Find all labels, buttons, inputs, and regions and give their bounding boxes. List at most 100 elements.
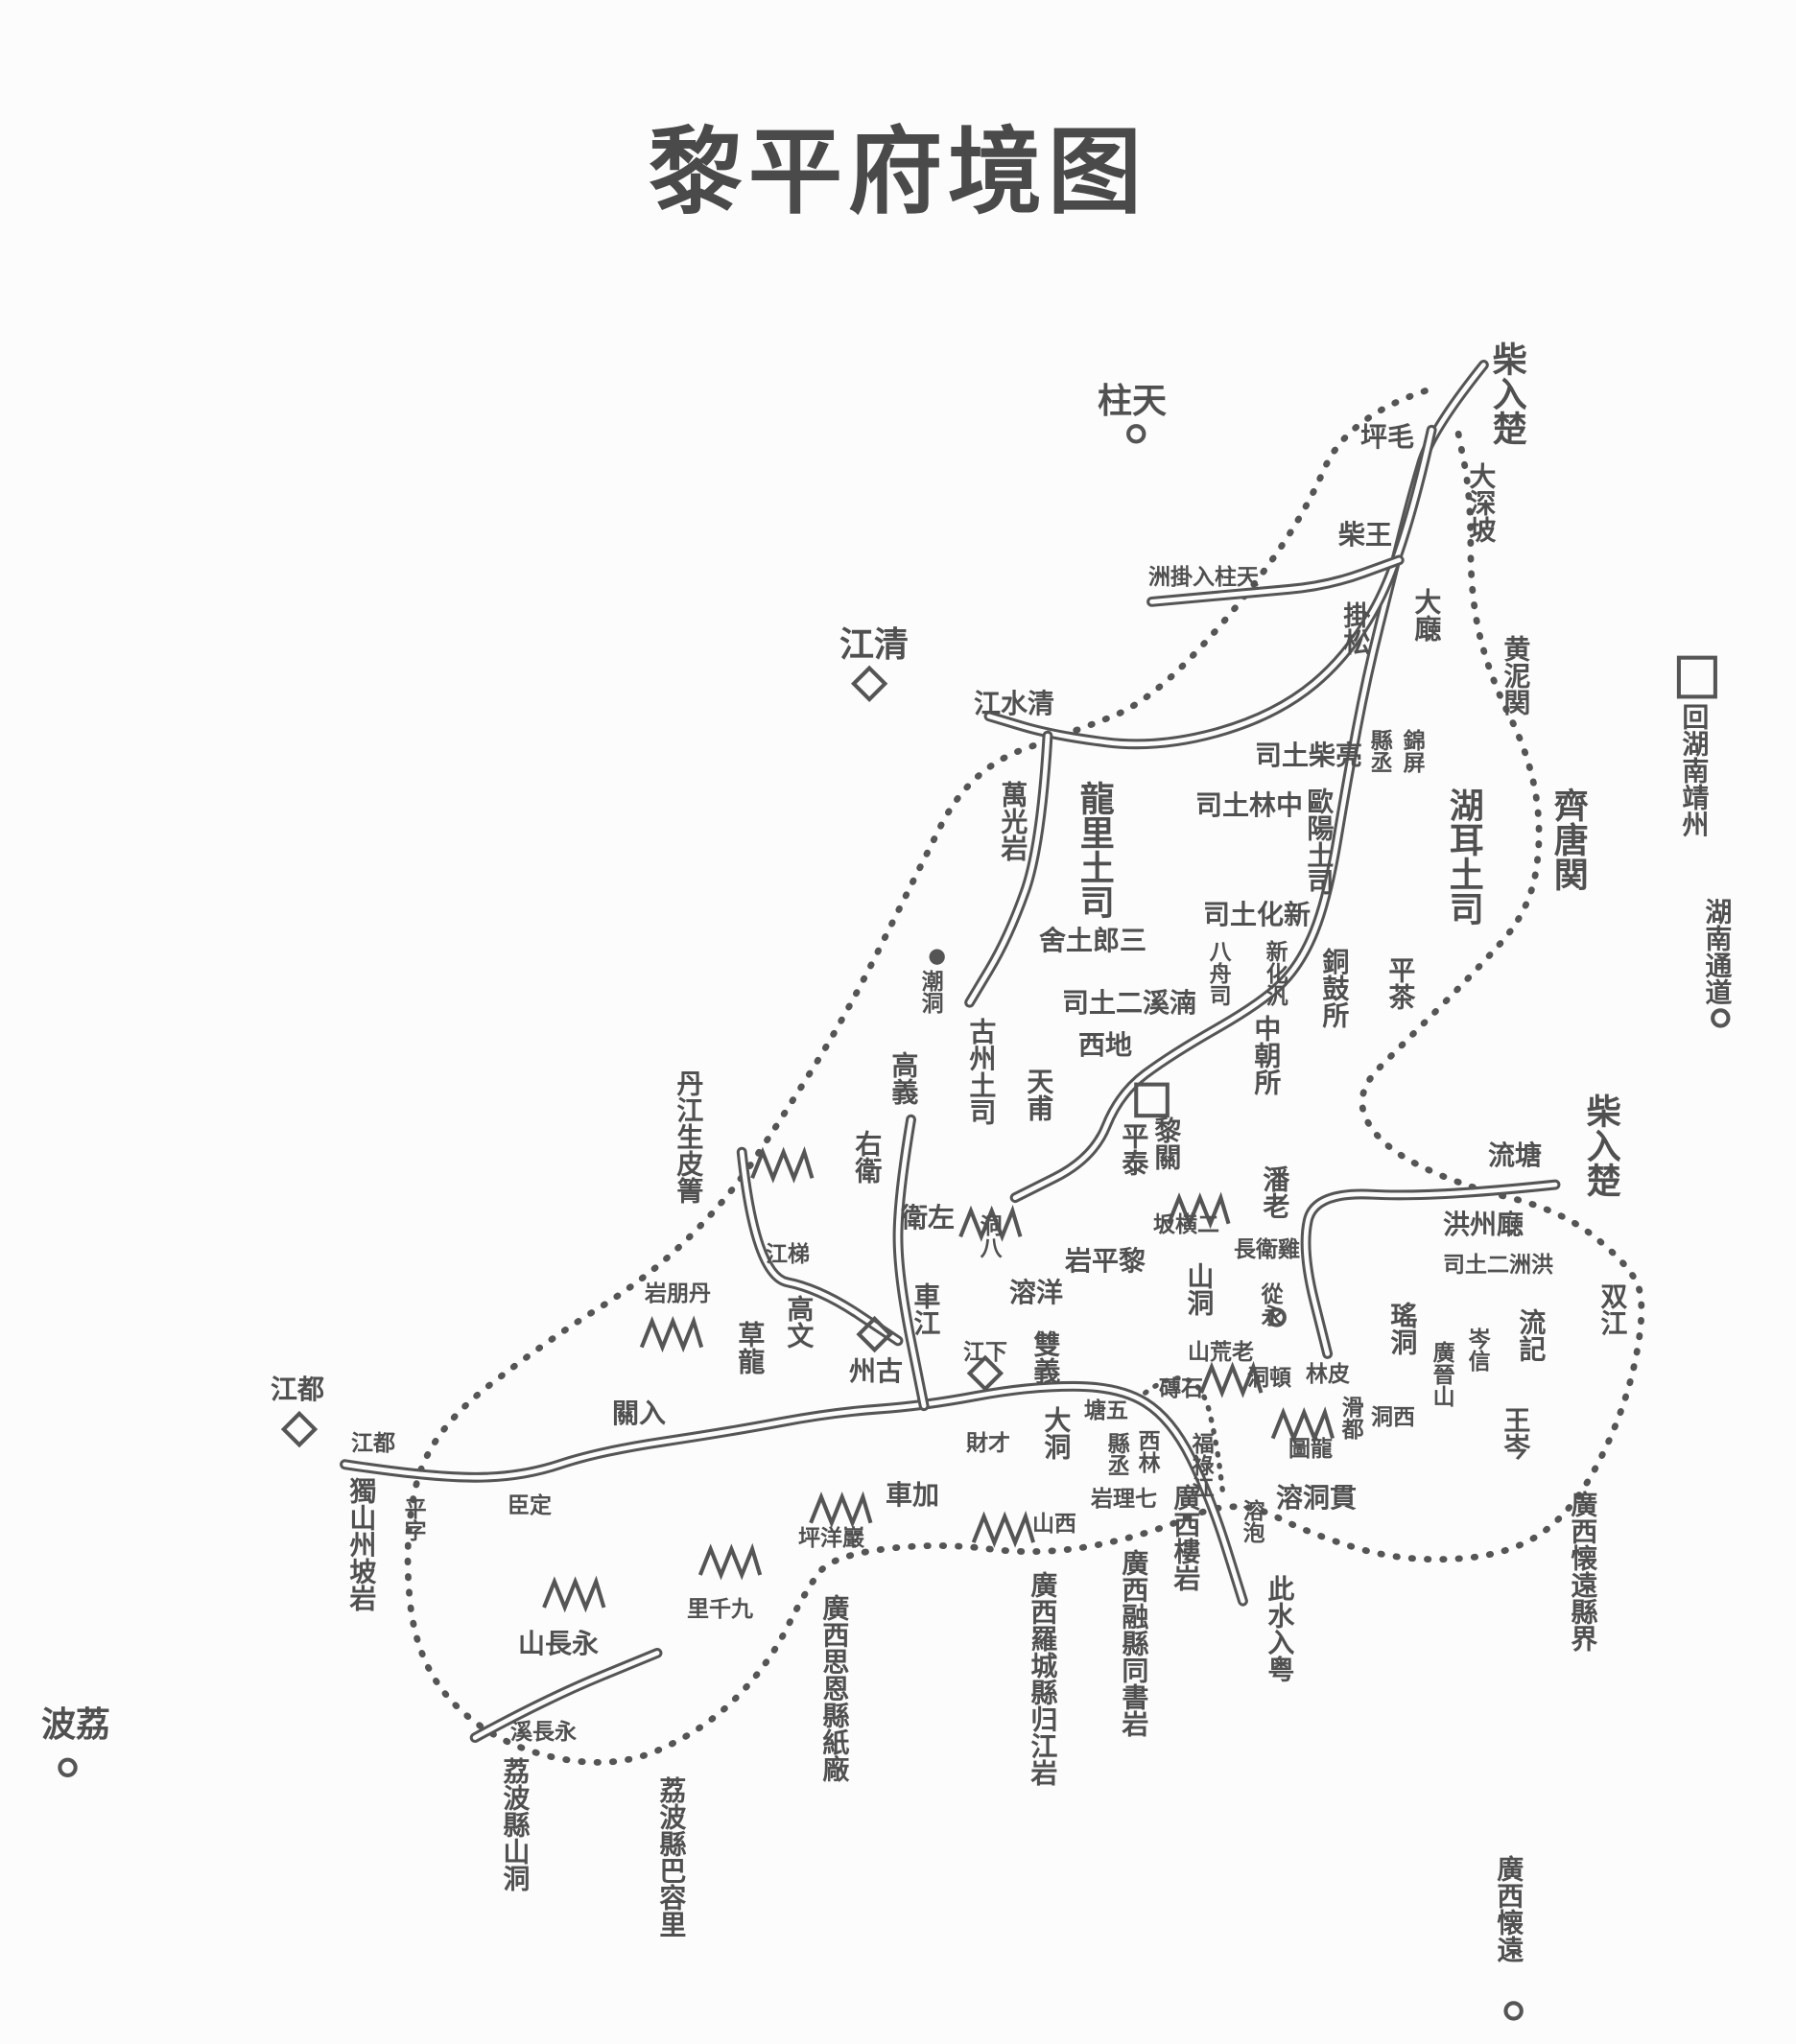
place-label: 岩平黎	[1065, 1245, 1146, 1277]
place-label: 新化汎	[1262, 940, 1288, 1006]
place-label: 王岑	[1500, 1406, 1532, 1460]
place-label: 大深坡	[1465, 462, 1498, 543]
place-label: 坪洋巖	[798, 1526, 864, 1551]
city-circle-icon	[58, 1757, 78, 1777]
place-label: 廣西羅城縣归江岩	[1027, 1571, 1059, 1786]
place-label: 溶洋	[1009, 1277, 1064, 1308]
place-label: 草龍	[734, 1321, 767, 1374]
place-label: 八舟司	[1205, 940, 1231, 1006]
inner-border	[1143, 1375, 1226, 1500]
place-label: 衛左	[901, 1202, 956, 1233]
place-label: 司土二洲洪	[1443, 1253, 1553, 1278]
map-title: 黎平府境图	[648, 117, 1147, 227]
mountain-icon	[971, 1510, 1036, 1548]
place-label: 廣晉山	[1429, 1341, 1454, 1407]
place-label: 湖耳土司	[1443, 787, 1483, 926]
county-diamond-icon	[280, 1410, 319, 1448]
place-label: 廣西思恩縣紙廠	[818, 1594, 851, 1782]
mountain-icon	[809, 1491, 873, 1529]
place-label: 柴王	[1338, 519, 1393, 551]
place-label: 高文	[783, 1295, 815, 1349]
place-label: 山洞	[1183, 1262, 1216, 1316]
place-label: 溪長永	[510, 1720, 577, 1745]
place-label: 廣西懐遠縣界	[1567, 1491, 1599, 1652]
place-label: 此水入粤	[1264, 1575, 1296, 1682]
place-label: 西林	[1134, 1429, 1160, 1473]
mountain-icon	[1167, 1191, 1231, 1230]
city-circle-icon	[1503, 2001, 1524, 2021]
place-label: 長衛雞	[1234, 1237, 1300, 1262]
place-label: 縣丞	[1103, 1432, 1129, 1476]
place-label: 江都	[271, 1374, 325, 1405]
mountain-icon	[750, 1145, 815, 1184]
place-label: 錦屏	[1399, 729, 1425, 773]
place-label: 車加	[886, 1479, 940, 1511]
county-diamond-icon	[856, 1315, 893, 1353]
place-label: 江都	[351, 1431, 395, 1456]
place-label: 黎關	[1150, 1116, 1183, 1170]
place-label: 西地	[1078, 1029, 1133, 1061]
province-marker-icon	[1676, 655, 1717, 699]
place-label: 臣定	[508, 1493, 552, 1518]
place-label: 福祿江	[1188, 1432, 1214, 1498]
place-label: 坂横二	[1153, 1212, 1219, 1237]
county-diamond-icon	[966, 1354, 1004, 1392]
place-label: 司土林中	[1195, 789, 1304, 821]
place-label: 丹江生皮箐	[673, 1069, 705, 1204]
place-label: 中朝所	[1250, 1015, 1283, 1095]
place-label: 平茶	[1384, 956, 1417, 1010]
place-label: 江梯	[766, 1242, 810, 1267]
place-label: 洞西	[1371, 1405, 1415, 1430]
place-label: 右衛	[851, 1130, 884, 1184]
place-label: 洲掛入柱天	[1148, 565, 1259, 590]
place-label: 荔波縣巴容里	[655, 1776, 688, 1938]
mountain-icon	[639, 1315, 704, 1353]
place-label: 波荔	[41, 1705, 111, 1745]
place-label: 磚石	[1159, 1376, 1203, 1401]
place-label: 司土柴亮	[1255, 740, 1363, 771]
place-label: 舍土郎三	[1039, 925, 1147, 956]
place-label: 滑都	[1337, 1396, 1363, 1440]
place-label: 山荒老	[1188, 1340, 1254, 1365]
place-label: 柴入楚	[1580, 1093, 1620, 1197]
place-label: 廣西樓岩	[1170, 1484, 1202, 1591]
place-label: 潘老	[1259, 1165, 1291, 1219]
place-label: 溶洞貫	[1276, 1482, 1358, 1514]
place-label: 瑤洞	[1386, 1302, 1419, 1355]
duliu-river-inner	[343, 1383, 1245, 1604]
place-label: 州古	[849, 1355, 904, 1387]
place-label: 從永	[1257, 1282, 1283, 1327]
place-label: 廣西懐遠	[1493, 1855, 1525, 1962]
place-label: 天甫	[1023, 1068, 1055, 1121]
place-label: 大廰	[1410, 588, 1443, 642]
hongzhou-river-inner	[1303, 1182, 1558, 1356]
place-label: 雙義	[1029, 1330, 1062, 1384]
place-label: 司土二溪湳	[1062, 987, 1197, 1019]
place-label: 廣西融縣同書岩	[1118, 1549, 1150, 1737]
place-label: 銅鼓所	[1318, 948, 1351, 1028]
place-label: 流記	[1515, 1308, 1548, 1362]
place-label: 大洞	[1040, 1406, 1073, 1460]
place-label: 里千九	[687, 1597, 753, 1622]
place-label: 平泰	[1118, 1122, 1150, 1176]
city-circle-icon	[1126, 424, 1146, 444]
place-label: 洪州廰	[1443, 1209, 1524, 1240]
place-label: 柱天	[1098, 382, 1168, 421]
place-label: 歐陽土司	[1303, 787, 1335, 895]
place-label: 黄泥関	[1500, 635, 1532, 716]
place-label: 林皮	[1306, 1362, 1350, 1387]
place-label: 溶泡	[1239, 1499, 1264, 1543]
place-label: 古州土司	[965, 1018, 998, 1125]
mountain-icon	[542, 1575, 606, 1613]
place-label: 江下	[963, 1340, 1007, 1365]
place-label: 圖龍	[1288, 1437, 1333, 1462]
place-label: 掛松	[1339, 601, 1372, 655]
town-dot-icon	[929, 949, 945, 965]
tianzhu-river-inner	[1149, 557, 1402, 604]
place-label: 柴入楚	[1486, 341, 1526, 445]
place-label: 流塘	[1488, 1139, 1543, 1171]
tiaojiang-river-inner	[739, 1149, 901, 1344]
place-label: 縣丞	[1366, 729, 1392, 773]
place-label: 平字	[400, 1497, 426, 1541]
